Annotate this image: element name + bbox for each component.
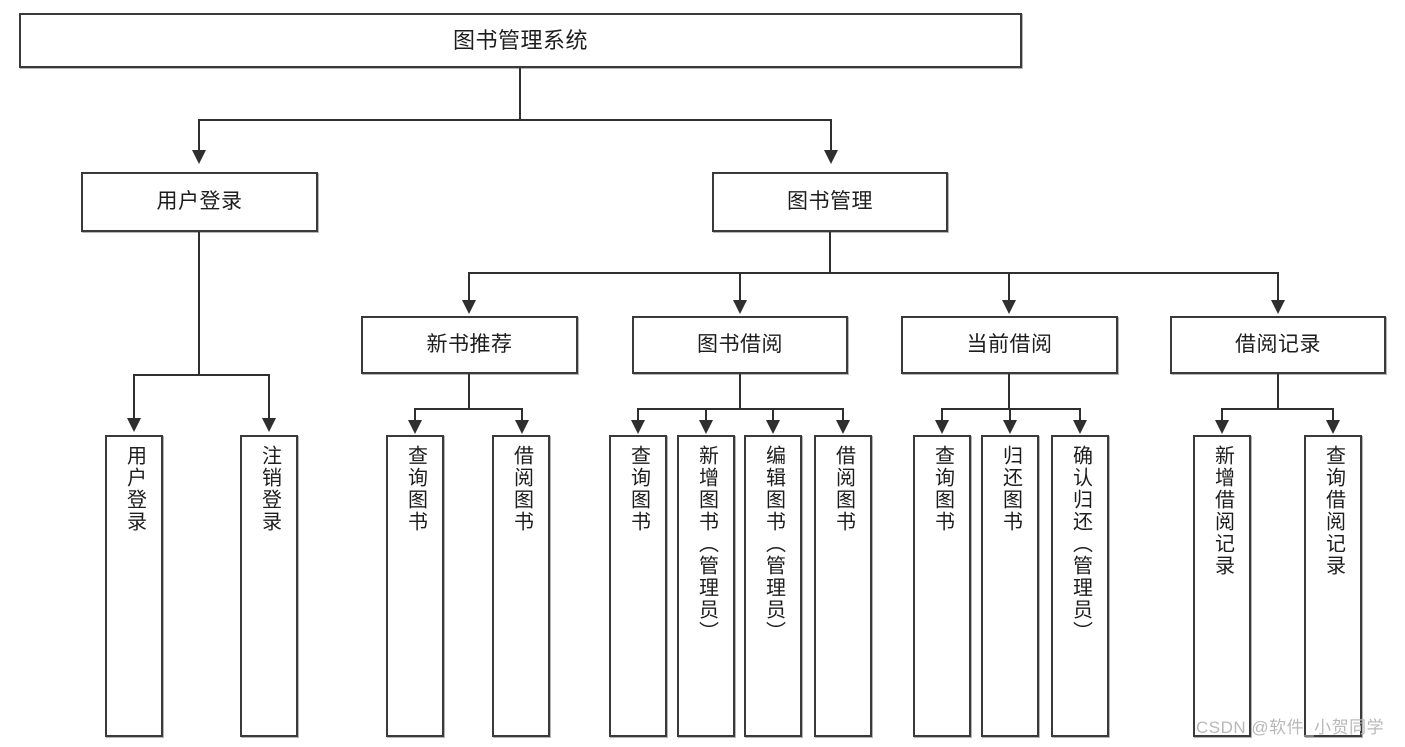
connector-book-borrow-stem bbox=[739, 374, 741, 409]
node-label: 图书管理系统 bbox=[452, 27, 588, 53]
leaf-user-login-logout[interactable]: 注销登录 bbox=[240, 435, 298, 737]
arrow-user-login-to-leaf-2 bbox=[262, 418, 276, 432]
connector-book-mgmt-bus bbox=[468, 272, 1278, 274]
connector-book-mgmt-stem bbox=[829, 232, 831, 273]
connector-book-mgmt-to-record bbox=[1277, 272, 1279, 302]
connector-book-mgmt-to-borrow bbox=[739, 272, 741, 302]
node-new-book-recommend[interactable]: 新书推荐 bbox=[361, 316, 578, 374]
connector-root-to-user-login bbox=[198, 119, 200, 152]
connector-user-login-to-leaf-2 bbox=[268, 374, 270, 420]
connector-book-borrow-to-leaf-2 bbox=[705, 408, 707, 422]
connector-root-bus bbox=[198, 119, 832, 121]
node-label: 编辑图书（管理员） bbox=[762, 445, 785, 643]
connector-new-book-to-leaf-2 bbox=[521, 408, 523, 422]
connector-current-borrow-stem bbox=[1008, 374, 1010, 409]
leaf-current-borrow-confirm[interactable]: 确认归还（管理员） bbox=[1051, 435, 1109, 737]
connector-borrow-record-to-leaf-2 bbox=[1332, 408, 1334, 422]
arrow-current-borrow-to-leaf-1 bbox=[935, 420, 949, 434]
arrow-book-borrow-to-leaf-1 bbox=[631, 420, 645, 434]
arrow-book-mgmt-to-record bbox=[1271, 300, 1285, 314]
connector-book-borrow-to-leaf-3 bbox=[772, 408, 774, 422]
leaf-user-login-login[interactable]: 用户登录 bbox=[105, 435, 163, 737]
csdn-watermark: CSDN @软件_小贺同学 bbox=[1196, 718, 1385, 737]
arrow-new-book-to-leaf-1 bbox=[408, 420, 422, 434]
node-book-management[interactable]: 图书管理 bbox=[712, 172, 948, 232]
arrow-borrow-record-to-leaf-2 bbox=[1326, 420, 1340, 434]
leaf-book-borrow-add[interactable]: 新增图书（管理员） bbox=[677, 435, 735, 737]
connector-root-to-book-mgmt bbox=[830, 119, 832, 152]
node-label: 新增图书（管理员） bbox=[695, 445, 718, 643]
node-label: 借阅图书 bbox=[510, 445, 533, 533]
arrow-current-borrow-to-leaf-3 bbox=[1073, 420, 1087, 434]
arrow-user-login-to-leaf-1 bbox=[127, 418, 141, 432]
connector-book-mgmt-to-new-book bbox=[468, 272, 470, 302]
connector-user-login-stem bbox=[198, 232, 200, 375]
node-label: 归还图书 bbox=[999, 445, 1022, 533]
leaf-borrow-record-add[interactable]: 新增借阅记录 bbox=[1193, 435, 1251, 737]
arrow-book-mgmt-to-current bbox=[1002, 300, 1016, 314]
node-label: 确认归还（管理员） bbox=[1069, 445, 1092, 643]
leaf-new-book-borrow[interactable]: 借阅图书 bbox=[492, 435, 550, 737]
node-system-root[interactable]: 图书管理系统 bbox=[19, 13, 1022, 68]
node-label: 查询图书 bbox=[931, 445, 954, 533]
arrow-root-to-user-login bbox=[192, 150, 206, 164]
node-label: 新书推荐 bbox=[426, 332, 513, 356]
node-label: 查询借阅记录 bbox=[1322, 445, 1345, 577]
arrow-book-borrow-to-leaf-3 bbox=[766, 420, 780, 434]
connector-book-borrow-to-leaf-4 bbox=[842, 408, 844, 422]
node-label: 用户登录 bbox=[123, 445, 146, 533]
node-label: 查询图书 bbox=[627, 445, 650, 533]
connector-root-stem bbox=[519, 68, 521, 120]
leaf-current-borrow-query[interactable]: 查询图书 bbox=[913, 435, 971, 737]
arrow-book-mgmt-to-borrow bbox=[733, 300, 747, 314]
connector-current-borrow-to-leaf-3 bbox=[1079, 408, 1081, 422]
connector-new-book-stem bbox=[468, 374, 470, 409]
node-current-borrow[interactable]: 当前借阅 bbox=[901, 316, 1118, 374]
connector-user-login-bus bbox=[133, 374, 270, 376]
node-label: 图书借阅 bbox=[697, 332, 783, 356]
node-label: 当前借阅 bbox=[966, 332, 1053, 356]
node-borrow-record[interactable]: 借阅记录 bbox=[1170, 316, 1386, 374]
arrow-book-mgmt-to-new-book bbox=[462, 300, 476, 314]
connector-borrow-record-stem bbox=[1277, 374, 1279, 409]
node-user-login[interactable]: 用户登录 bbox=[81, 172, 318, 232]
connector-current-borrow-to-leaf-2 bbox=[1009, 408, 1011, 422]
leaf-current-borrow-return[interactable]: 归还图书 bbox=[981, 435, 1039, 737]
node-label: 用户登录 bbox=[156, 189, 243, 213]
connector-book-mgmt-to-current bbox=[1008, 272, 1010, 302]
node-label: 新增借阅记录 bbox=[1211, 445, 1234, 577]
node-label: 图书管理 bbox=[787, 189, 873, 213]
connector-new-book-bus bbox=[414, 408, 523, 410]
arrow-book-borrow-to-leaf-4 bbox=[836, 420, 850, 434]
arrow-current-borrow-to-leaf-2 bbox=[1003, 420, 1017, 434]
arrow-book-borrow-to-leaf-2 bbox=[699, 420, 713, 434]
node-label: 借阅记录 bbox=[1235, 332, 1321, 356]
connector-current-borrow-bus bbox=[941, 408, 1081, 410]
connector-book-borrow-to-leaf-1 bbox=[637, 408, 639, 422]
arrow-root-to-book-mgmt bbox=[824, 150, 838, 164]
connector-current-borrow-to-leaf-1 bbox=[941, 408, 943, 422]
arrow-new-book-to-leaf-2 bbox=[515, 420, 529, 434]
node-label: 借阅图书 bbox=[832, 445, 855, 533]
node-label: 查询图书 bbox=[404, 445, 427, 533]
connector-borrow-record-to-leaf-1 bbox=[1221, 408, 1223, 422]
leaf-book-borrow-borrow[interactable]: 借阅图书 bbox=[814, 435, 872, 737]
leaf-book-borrow-query[interactable]: 查询图书 bbox=[609, 435, 667, 737]
leaf-book-borrow-edit[interactable]: 编辑图书（管理员） bbox=[744, 435, 802, 737]
node-label: 注销登录 bbox=[258, 445, 281, 533]
connector-borrow-record-bus bbox=[1221, 408, 1334, 410]
leaf-borrow-record-query[interactable]: 查询借阅记录 bbox=[1304, 435, 1362, 737]
connector-book-borrow-bus bbox=[637, 408, 844, 410]
connector-user-login-to-leaf-1 bbox=[133, 374, 135, 420]
connector-new-book-to-leaf-1 bbox=[414, 408, 416, 422]
node-book-borrow[interactable]: 图书借阅 bbox=[632, 316, 848, 374]
arrow-borrow-record-to-leaf-1 bbox=[1215, 420, 1229, 434]
leaf-new-book-query[interactable]: 查询图书 bbox=[386, 435, 444, 737]
